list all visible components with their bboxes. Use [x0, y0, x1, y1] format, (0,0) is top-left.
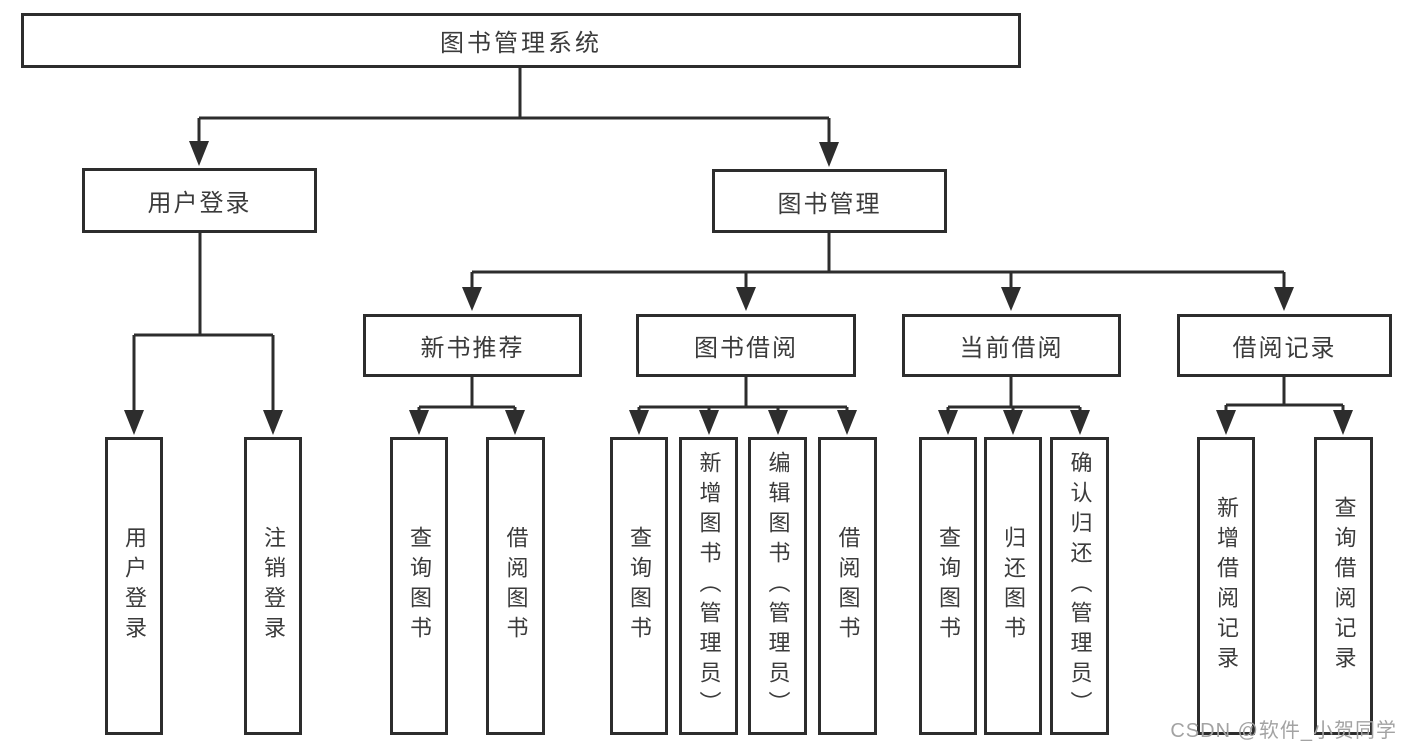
- leaf-label: 确认归还（管理员）: [1067, 451, 1093, 721]
- leaf-label: 查询图书: [627, 526, 652, 646]
- leaf-borrow-books-recommend: 借阅图书: [486, 437, 545, 735]
- leaf-label: 查询图书: [407, 526, 432, 646]
- node-current-borrowing: 当前借阅: [902, 314, 1121, 377]
- arrow-down-icons: [124, 141, 1353, 435]
- leaf-label: 注销登录: [261, 526, 286, 646]
- node-borrowing-records: 借阅记录: [1177, 314, 1392, 377]
- leaf-label: 归还图书: [1001, 526, 1026, 646]
- leaf-confirm-return-admin: 确认归还（管理员）: [1050, 437, 1109, 735]
- leaf-borrow-books-borrowing: 借阅图书: [818, 437, 877, 735]
- leaf-label: 编辑图书（管理员）: [765, 451, 791, 721]
- leaf-label: 用户登录: [122, 526, 147, 646]
- leaf-label: 新增借阅记录: [1214, 496, 1239, 676]
- leaf-label: 查询图书: [936, 526, 961, 646]
- leaf-label: 借阅图书: [503, 526, 529, 646]
- leaf-label: 借阅图书: [835, 526, 861, 646]
- leaf-return-books: 归还图书: [984, 437, 1042, 735]
- leaf-edit-books-admin: 编辑图书（管理员）: [748, 437, 807, 735]
- node-book-management: 图书管理: [712, 169, 947, 233]
- leaf-add-books-admin: 新增图书（管理员）: [679, 437, 738, 735]
- node-library-management-system: 图书管理系统: [21, 13, 1021, 68]
- leaf-query-books-recommend: 查询图书: [390, 437, 448, 735]
- leaf-logout: 注销登录: [244, 437, 302, 735]
- leaf-query-books-borrowing: 查询图书: [610, 437, 668, 735]
- node-user-login: 用户登录: [82, 168, 317, 233]
- node-new-book-recommendation: 新书推荐: [363, 314, 582, 377]
- csdn-watermark: CSDN @软件_小贺同学: [1170, 720, 1397, 742]
- leaf-user-login: 用户登录: [105, 437, 163, 735]
- node-book-borrowing: 图书借阅: [636, 314, 856, 377]
- leaf-query-borrow-record: 查询借阅记录: [1314, 437, 1373, 735]
- leaf-label: 新增图书（管理员）: [696, 451, 722, 721]
- leaf-label: 查询借阅记录: [1331, 496, 1357, 676]
- leaf-add-borrow-record: 新增借阅记录: [1197, 437, 1255, 735]
- leaf-query-books-current: 查询图书: [919, 437, 977, 735]
